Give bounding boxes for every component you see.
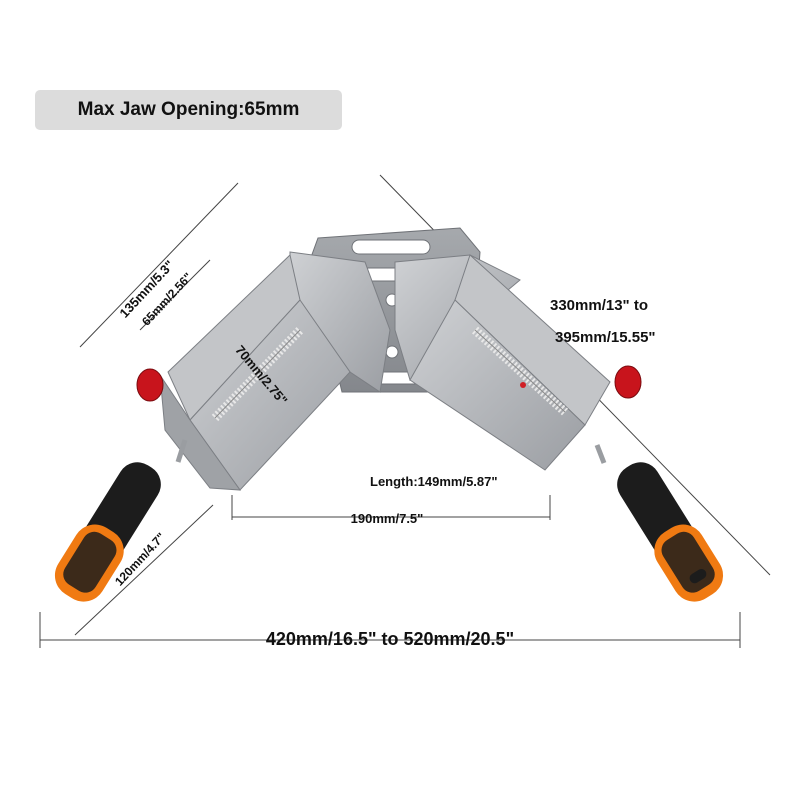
right-jaw: [394, 254, 611, 471]
max-jaw-text: Max Jaw Opening:65mm: [77, 99, 300, 120]
right-handle: [617, 462, 724, 602]
left-handle: [54, 462, 161, 602]
dim-length: Length:149mm/5.87": [370, 474, 498, 489]
dim-right-line2: 395mm/15.55": [555, 329, 656, 346]
max-jaw-badge: Max Jaw Opening:65mm: [35, 90, 342, 130]
dim-overall: 420mm/16.5" to 520mm/20.5": [266, 629, 514, 649]
dim-right-line1: 330mm/13" to: [550, 297, 648, 314]
red-end-caps: [136, 365, 642, 402]
dim-base-width: 190mm/7.5": [351, 511, 424, 526]
left-jaw: [159, 251, 391, 491]
screw-ends: [175, 439, 607, 464]
